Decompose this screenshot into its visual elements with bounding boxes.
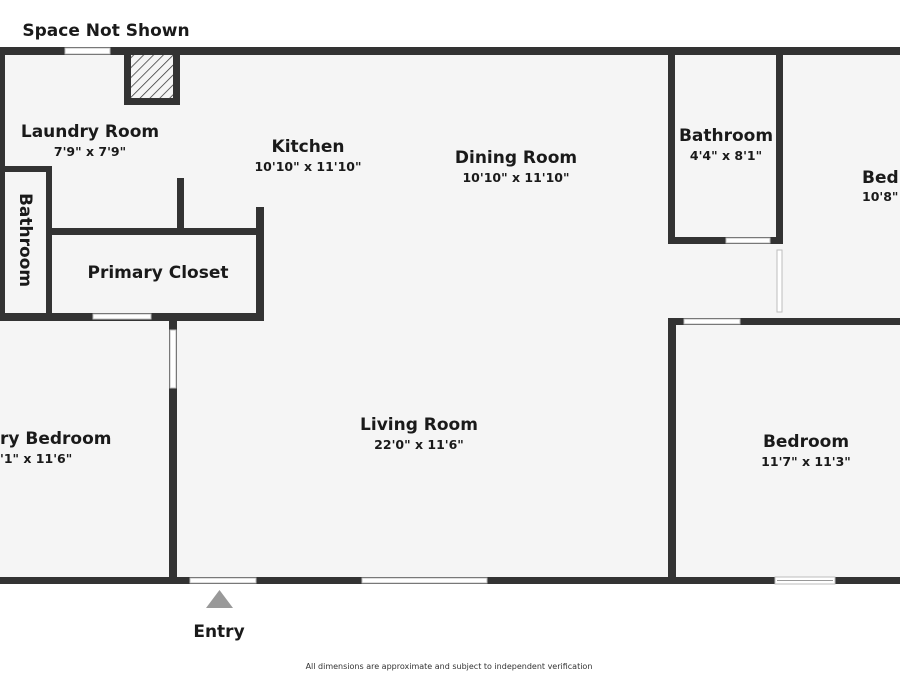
- kitchen-name: Kitchen: [272, 137, 345, 157]
- chimney-hatch: [131, 55, 173, 98]
- wall-bath-top-left: [668, 52, 675, 244]
- door-bedroom-right: [683, 318, 741, 325]
- entry-arrow-icon: [206, 590, 233, 608]
- dining-room-dims: 10'10" x 11'10": [462, 170, 569, 185]
- wall-bedroom-left-right: [169, 318, 177, 582]
- disclaimer-text: All dimensions are approximate and subje…: [306, 662, 593, 671]
- wall-left-bath-right: [46, 166, 52, 318]
- primary-bedroom-name: ry Bedroom: [0, 429, 112, 449]
- bathroom-left-name: Bathroom: [15, 193, 35, 287]
- window-living: [361, 577, 488, 584]
- primary-closet-name: Primary Closet: [88, 263, 229, 283]
- wall-bedroom-right-top: [668, 318, 900, 325]
- living-room-name: Living Room: [360, 415, 478, 435]
- entry-door: [189, 577, 257, 584]
- wall-left-bath-top: [0, 166, 52, 172]
- wall-kitchen-stub: [177, 178, 184, 233]
- primary-bedroom-dims: '1" x 11'6": [0, 451, 72, 466]
- kitchen-dims: 10'10" x 11'10": [254, 159, 361, 174]
- bedroom-right-name: Bedroom: [763, 432, 849, 452]
- bedroom-top-right-name: Bedr: [862, 168, 900, 188]
- window-laundry: [64, 47, 111, 55]
- bedroom-right-dims: 11'7" x 11'3": [761, 454, 851, 469]
- laundry-room-name: Laundry Room: [21, 122, 159, 142]
- bathroom-top-name: Bathroom: [679, 126, 773, 146]
- entry-label: Entry: [193, 622, 244, 642]
- dining-room-name: Dining Room: [455, 148, 577, 168]
- door-closet: [92, 313, 152, 320]
- wall-left-bath-inner: [0, 172, 5, 318]
- wall-closet-top: [46, 228, 264, 235]
- bathroom-top-dims: 4'4" x 8'1": [690, 148, 762, 163]
- wall-left-upper: [0, 52, 5, 166]
- door-bath-top: [725, 237, 771, 244]
- bedroom-top-right-dims: 10'8" x: [862, 189, 900, 204]
- door-bedroom-top-right: [776, 249, 783, 313]
- wall-bath-top-right: [776, 52, 783, 244]
- door-bedroom-left: [169, 329, 177, 389]
- wall-closet-right: [256, 207, 264, 321]
- exterior-wall-top: [0, 47, 900, 55]
- wall-bedroom-right-left: [668, 318, 676, 582]
- laundry-room-dims: 7'9" x 7'9": [54, 144, 126, 159]
- living-room-dims: 22'0" x 11'6": [374, 437, 464, 452]
- space-not-shown-label: Space Not Shown: [22, 21, 189, 41]
